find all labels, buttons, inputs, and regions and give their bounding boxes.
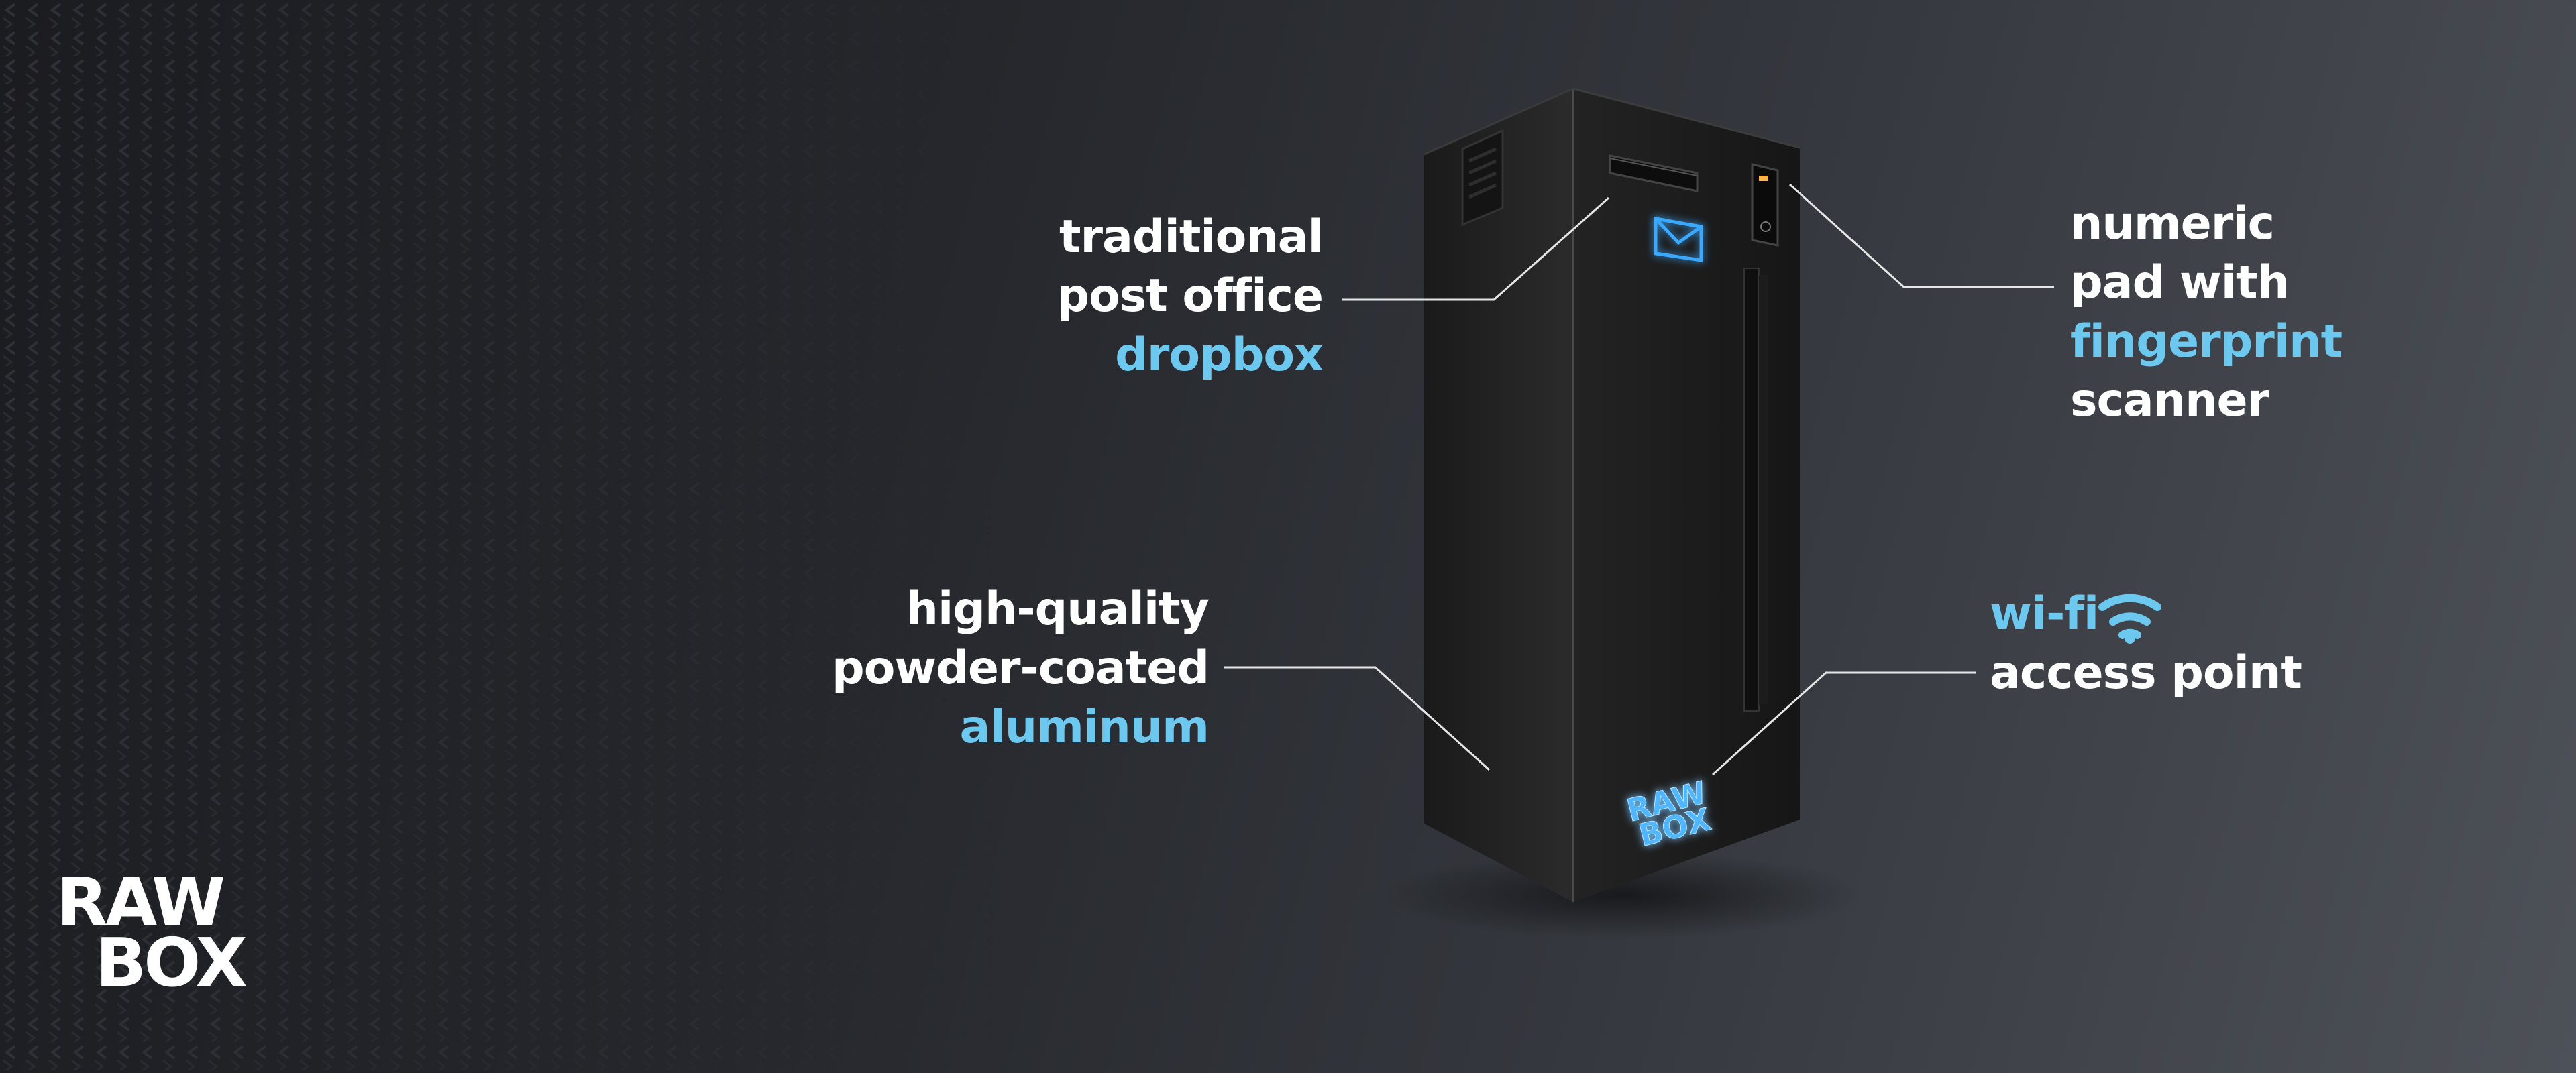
callout-keypad-line2: pad with [2070,256,2290,309]
callout-aluminum: high-quality powder-coated aluminum [832,580,1210,757]
brand-logo-line2: BOX [95,923,247,999]
wifi-icon-dot [2125,633,2135,644]
callout-keypad-highlight: fingerprint [2070,315,2343,368]
front-logo: RAW BOX [1623,774,1715,854]
front-top-edge [1572,87,1801,149]
callout-dropbox: traditional post office dropbox [1057,208,1324,385]
callout-keypad-line1: numeric [2070,197,2275,250]
callout-keypad: numeric pad with fingerprint scanner [2070,194,2343,431]
leader-keypad [1788,183,2054,288]
leader-wifi [1711,671,1976,776]
front-panel [1573,89,1800,902]
side-vent [1461,129,1504,227]
callout-keypad-line4: scanner [2070,374,2269,427]
background-chevron-pattern [0,0,1006,1073]
front-logo-line2: BOX [1635,801,1715,854]
side-panel [1424,89,1573,902]
wifi-icon [2098,594,2161,639]
leader-lines [1224,183,2054,776]
callout-aluminum-line2: powder-coated [832,642,1210,695]
keypad [1751,163,1779,247]
leader-dropbox [1342,196,1609,301]
product-shadow [1382,852,1865,939]
brand-logo-line1: RAW [56,872,224,942]
door-handle [1743,268,1768,712]
side-top-edge [1424,87,1574,156]
callout-aluminum-highlight: aluminum [959,701,1210,754]
callout-wifi-highlight: wi-fi [1990,587,2099,640]
callout-wifi: wi-fi access point [1990,585,2302,703]
callout-dropbox-line2: post office [1057,270,1324,323]
leader-aluminum [1224,666,1491,771]
callout-dropbox-highlight: dropbox [1115,329,1324,382]
callout-wifi-line2: access point [1990,646,2302,699]
mail-slot [1609,154,1699,192]
envelope-icon [1654,217,1703,262]
brand-logo: RAW BOX [56,872,250,999]
callout-dropbox-line1: traditional [1059,211,1324,264]
callout-aluminum-line1: high-quality [906,583,1210,636]
